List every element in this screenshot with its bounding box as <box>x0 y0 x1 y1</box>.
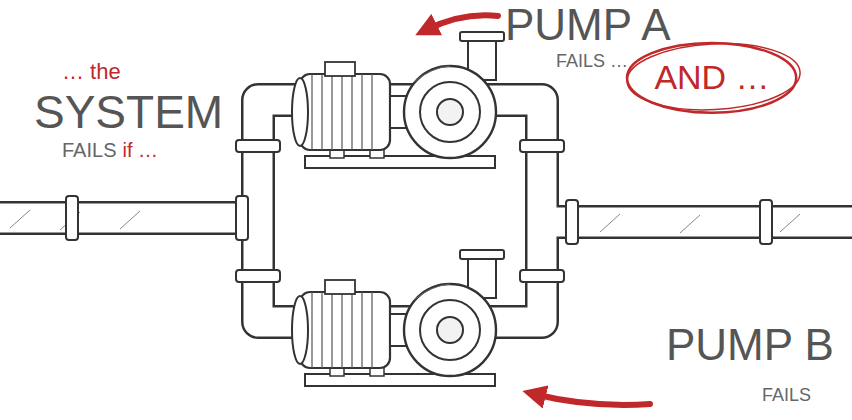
condition-text: if … <box>122 140 158 161</box>
system-heading: SYSTEM <box>34 88 223 136</box>
pump-b-symbol <box>292 250 504 386</box>
circled-note: AND … <box>624 40 799 116</box>
ellipse-stroke <box>626 40 802 115</box>
pointer-arrow <box>426 15 498 30</box>
condition-text: FAILS <box>62 140 116 161</box>
pump-name: PUMP A <box>505 2 670 48</box>
intro-text: … the <box>62 60 121 83</box>
pointer-arrow <box>534 394 650 405</box>
condition-text: FAILS <box>762 386 811 405</box>
node-text: AND … <box>654 60 769 96</box>
pipe-hatching <box>10 210 800 233</box>
condition-text: FAILS … <box>556 52 628 71</box>
pump-a-symbol <box>292 32 504 168</box>
pump-name: PUMP B <box>666 322 834 368</box>
